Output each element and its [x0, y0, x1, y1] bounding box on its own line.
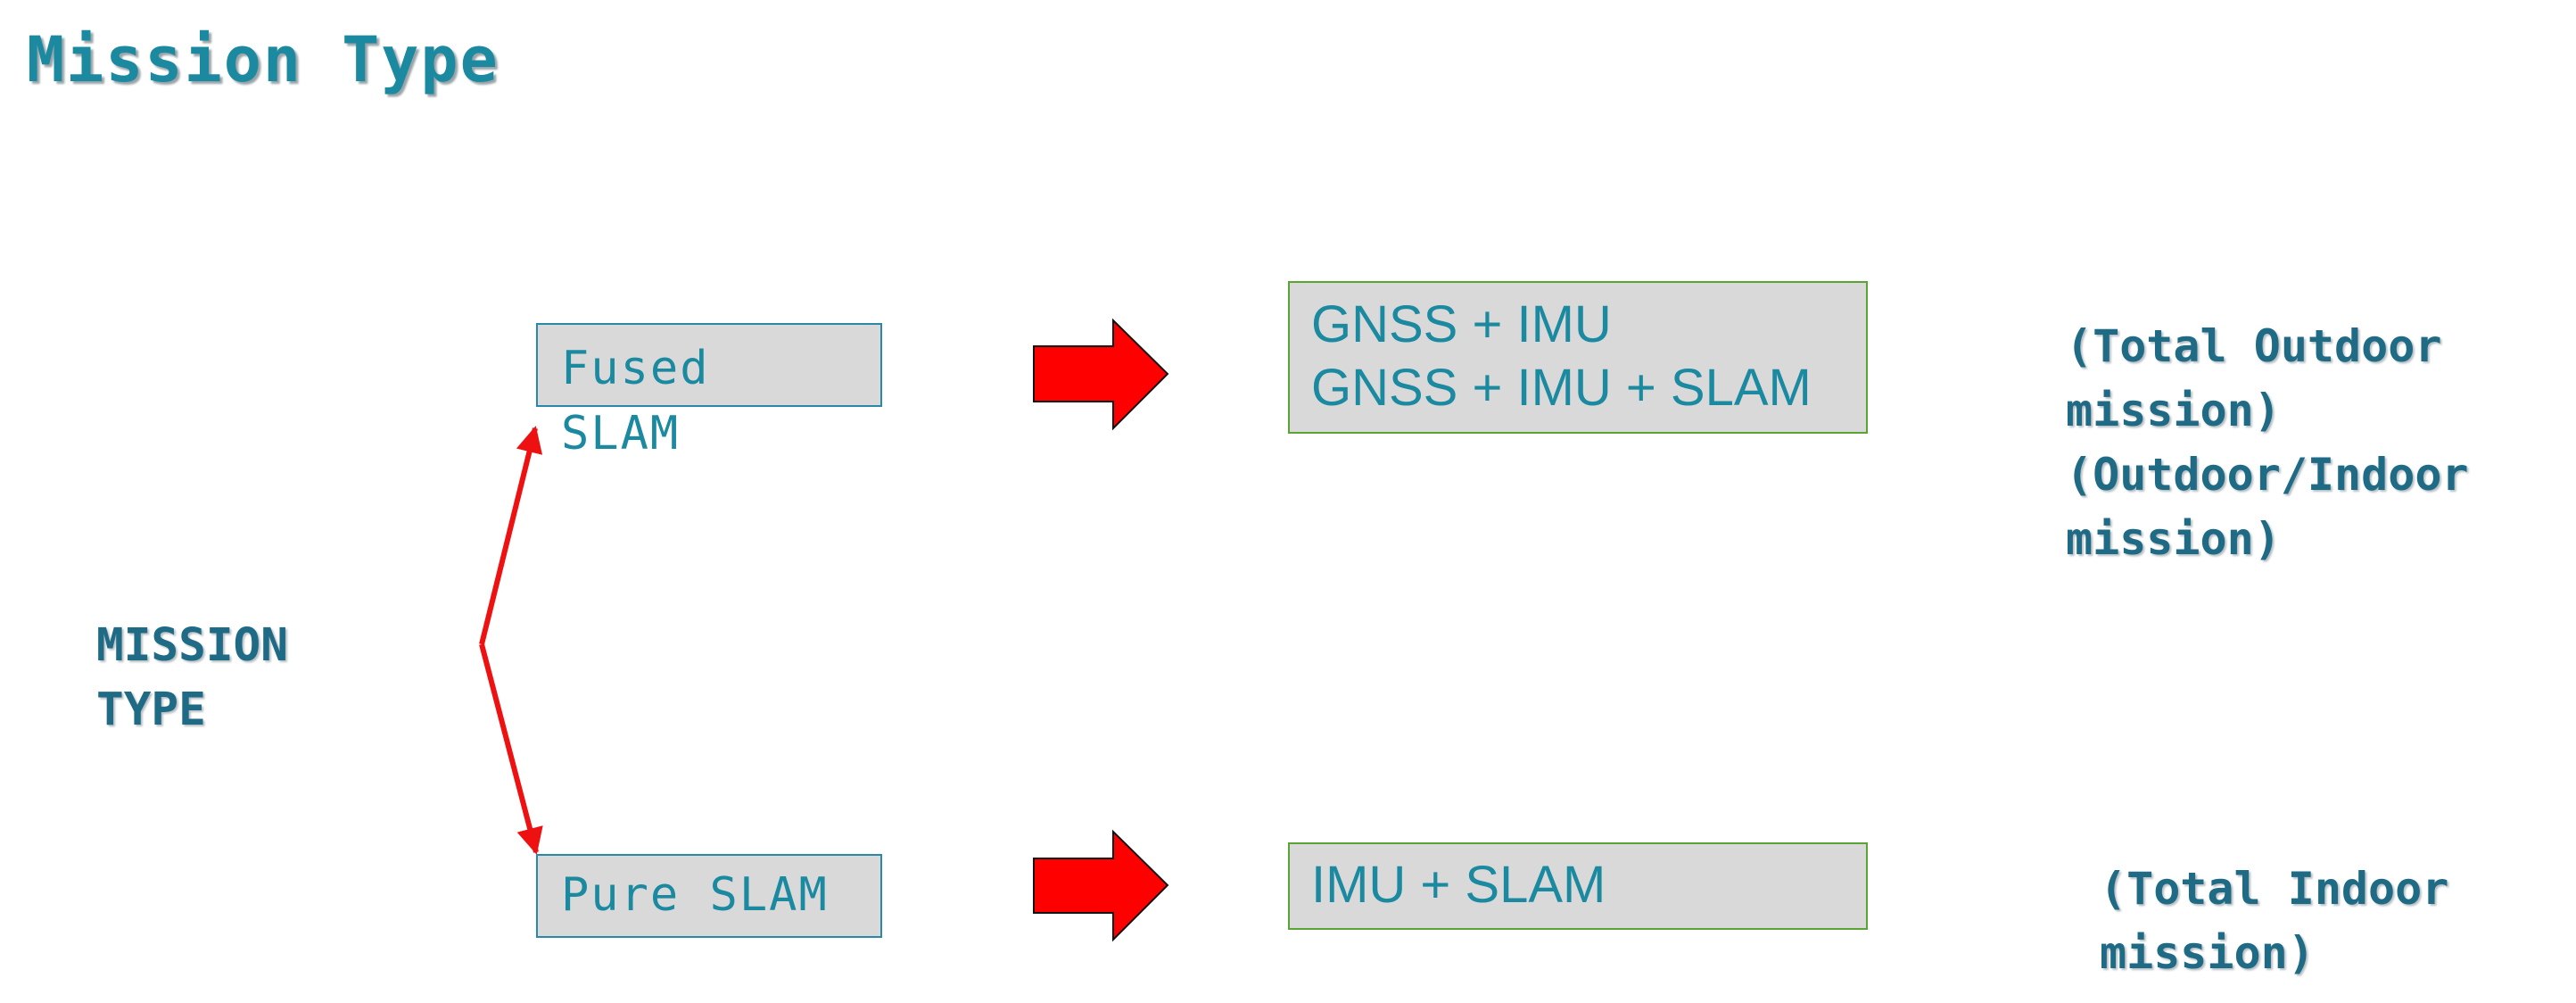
mission-type-label: MISSION TYPE: [96, 619, 288, 736]
sensor-box-fused: [1288, 281, 1868, 434]
block-arrow-fused: [1033, 318, 1169, 431]
sensor-config-imu-slam: IMU + SLAM: [1311, 856, 1606, 914]
page-title: Mission Type: [27, 23, 500, 96]
mode-box-pure-slam: [536, 854, 882, 938]
connector-arrow-pure: [479, 643, 543, 855]
mode-label-fused-line2: SLAM: [561, 407, 681, 460]
description-fused-line4: mission): [2066, 513, 2281, 565]
sensor-config-gnss-imu: GNSS + IMU: [1311, 295, 1612, 353]
description-fused-line2: mission): [2066, 385, 2281, 436]
block-arrow-pure: [1033, 829, 1169, 942]
sensor-box-pure: [1288, 842, 1868, 930]
sensor-config-gnss-imu-slam: GNSS + IMU + SLAM: [1311, 359, 1812, 417]
description-pure-line2: mission): [2100, 927, 2315, 979]
description-fused-line3: (Outdoor/Indoor: [2066, 449, 2469, 501]
mode-label-fused-line1: Fused: [561, 342, 710, 395]
description-pure-line1: (Total Indoor: [2100, 863, 2449, 915]
connector-arrow-fused: [479, 426, 543, 645]
mode-label-pure: Pure SLAM: [561, 868, 829, 922]
mode-box-fused-slam: [536, 323, 882, 407]
description-fused-line1: (Total Outdoor: [2066, 320, 2442, 372]
